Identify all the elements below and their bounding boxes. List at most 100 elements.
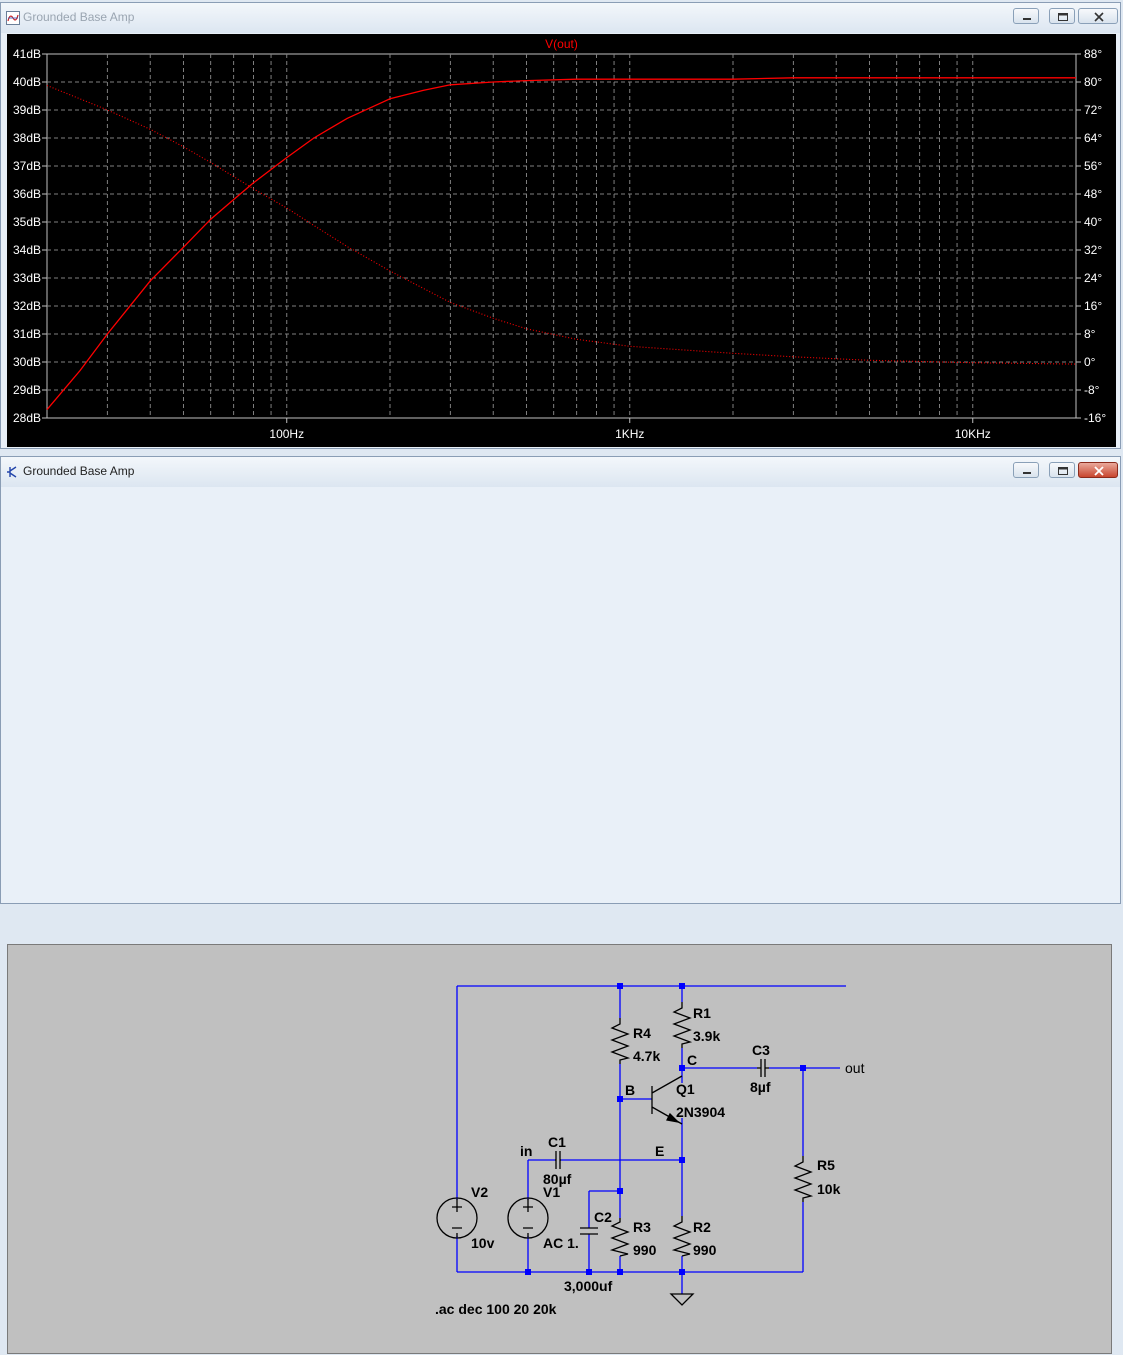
y-right-tick-label: 0° [1084,355,1096,369]
y-left-tick-label: 31dB [13,327,41,341]
junction[interactable] [617,1269,623,1275]
resistor-r5[interactable] [793,1156,814,1202]
minimize-button[interactable] [1013,462,1039,478]
v2-name[interactable]: V2 [471,1184,488,1200]
voltage-source-v1[interactable] [507,1197,549,1239]
ground-symbol [669,1293,695,1306]
collector-node-label[interactable]: C [687,1052,697,1068]
r2-value[interactable]: 990 [693,1242,717,1258]
close-button[interactable] [1078,462,1118,478]
y-right-tick-label: 16° [1084,299,1102,313]
y-left-tick-label: 28dB [13,411,41,425]
x-tick-label: 100Hz [269,427,304,441]
c2-value[interactable]: 3,000uf [564,1278,613,1294]
close-icon [1094,466,1104,476]
c3-value[interactable]: 8µf [750,1079,771,1095]
y-right-tick-label: 80° [1084,75,1102,89]
q1-name[interactable]: Q1 [676,1081,695,1097]
out-net-label[interactable]: out [845,1060,865,1076]
y-right-tick-label: 56° [1084,159,1102,173]
magnitude-trace [46,77,1076,411]
y-right-tick-label: 8° [1084,327,1096,341]
close-icon [1094,12,1104,22]
x-tick-label: 1KHz [615,427,644,441]
y-left-tick-label: 40dB [13,75,41,89]
junction[interactable] [679,1269,685,1275]
waveform-icon [6,11,20,25]
y-left-tick-label: 39dB [13,103,41,117]
c3-name[interactable]: C3 [752,1042,770,1058]
y-left-tick-label: 35dB [13,215,41,229]
close-button[interactable] [1078,8,1118,24]
junction[interactable] [525,1269,531,1275]
schematic-canvas[interactable]: R1 3.9k R4 4.7k C3 8µf out C B Q1 2N3904… [7,944,1112,1354]
schematic-drawing[interactable]: R1 3.9k R4 4.7k C3 8µf out C B Q1 2N3904… [8,945,1113,1355]
plot-window-titlebar[interactable]: Grounded Base Amp [1,3,1120,33]
resistor-r1[interactable] [672,1002,693,1048]
v1-value[interactable]: AC 1. [543,1235,579,1251]
v2-value[interactable]: 10v [471,1235,495,1251]
y-left-tick-label: 33dB [13,271,41,285]
junction[interactable] [679,1157,685,1163]
transistor-icon [7,466,17,478]
y-left-tick-label: 37dB [13,159,41,173]
maximize-button[interactable] [1049,462,1075,478]
minimize-icon [1023,18,1031,20]
y-right-tick-label: -8° [1084,383,1100,397]
r1-value[interactable]: 3.9k [693,1028,720,1044]
r5-value[interactable]: 10k [817,1181,841,1197]
c1-name[interactable]: C1 [548,1134,566,1150]
capacitor-c3[interactable] [757,1059,769,1077]
resistor-r2[interactable] [671,1216,692,1257]
junction[interactable] [586,1269,592,1275]
base-node-label[interactable]: B [625,1082,635,1098]
y-left-tick-label: 36dB [13,187,41,201]
capacitor-c1[interactable] [555,1151,561,1169]
junction[interactable] [800,1065,806,1071]
x-tick-label: 10KHz [955,427,991,441]
labels: R1 3.9k R4 4.7k C3 8µf out C B Q1 2N3904… [435,1005,865,1317]
capacitor-c2[interactable] [580,1227,598,1235]
junction[interactable] [679,1065,685,1071]
y-right-tick-label: 24° [1084,271,1102,285]
r1-name[interactable]: R1 [693,1005,711,1021]
junction[interactable] [617,1188,623,1194]
phase-trace [46,84,1077,365]
chart-title: V(out) [545,37,578,51]
junction[interactable] [617,983,623,989]
plot-frame [46,53,1077,419]
v1-name[interactable]: V1 [543,1184,560,1200]
y-right-tick-label: -16° [1084,411,1106,425]
maximize-icon [1058,467,1068,475]
schematic-window-titlebar[interactable]: Grounded Base Amp [1,457,1120,487]
junction[interactable] [617,1096,623,1102]
r5-name[interactable]: R5 [817,1157,835,1173]
spice-directive[interactable]: .ac dec 100 20 20k [435,1301,557,1317]
y-right-tick-label: 72° [1084,103,1102,117]
r4-name[interactable]: R4 [633,1025,651,1041]
junction[interactable] [679,983,685,989]
r4-value[interactable]: 4.7k [633,1048,660,1064]
r3-name[interactable]: R3 [633,1219,651,1235]
emitter-node-label[interactable]: E [655,1143,664,1159]
c2-name[interactable]: C2 [594,1209,612,1225]
in-net-label[interactable]: in [520,1143,532,1159]
y-left-tick-label: 41dB [13,47,41,61]
resistor-r4[interactable] [610,1018,631,1064]
r3-value[interactable]: 990 [633,1242,657,1258]
y-left-tick-label: 38dB [13,131,41,145]
y-right-tick-label: 40° [1084,215,1102,229]
y-right-tick-label: 48° [1084,187,1102,201]
minimize-icon [1023,472,1031,474]
q1-model[interactable]: 2N3904 [676,1104,725,1120]
schematic-window-title: Grounded Base Amp [23,464,135,478]
y-left-tick-label: 29dB [13,383,41,397]
minimize-button[interactable] [1013,8,1039,24]
r2-name[interactable]: R2 [693,1219,711,1235]
resistor-r3[interactable] [609,1218,630,1257]
maximize-button[interactable] [1049,8,1075,24]
voltage-source-v2[interactable] [436,1197,478,1239]
